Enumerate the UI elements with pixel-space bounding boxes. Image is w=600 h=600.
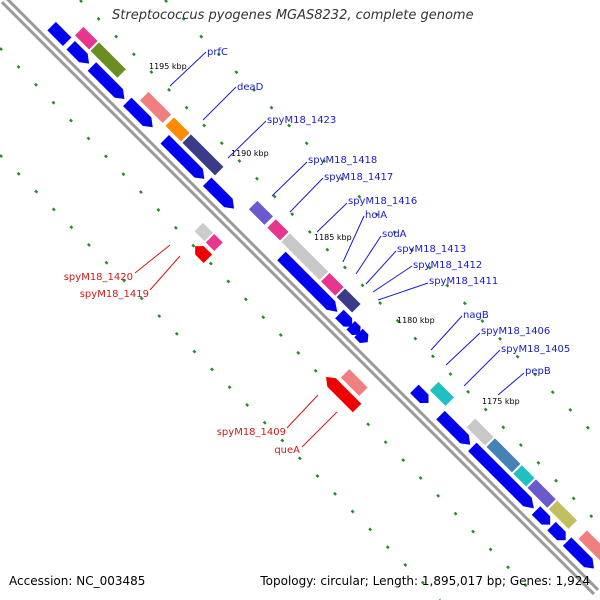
gene-label[interactable]: spyM18_1409 xyxy=(217,427,286,438)
map-title: Streptococcus pyogenes MGAS8232, complet… xyxy=(112,8,474,23)
gene-label[interactable]: pepB xyxy=(525,366,551,377)
forward-gene-labels: prfC deaD spyM18_1423 spyM18_1418 spyM18… xyxy=(207,47,570,377)
gene-label[interactable]: spyM18_1417 xyxy=(324,172,393,183)
accession-text: Accession: NC_003485 xyxy=(9,574,146,588)
gene-label[interactable]: deaD xyxy=(237,82,264,93)
gene-label[interactable]: holA xyxy=(365,210,387,221)
gene-label[interactable]: spyM18_1412 xyxy=(413,260,482,271)
reverse-leaders xyxy=(134,244,338,448)
gene-label[interactable]: queA xyxy=(274,445,300,456)
gene-label[interactable]: spyM18_1423 xyxy=(267,115,336,126)
forward-features xyxy=(47,21,600,569)
genome-summary-text: Topology: circular; Length: 1,895,017 bp… xyxy=(260,574,590,588)
reverse-gene-labels: spyM18_1420 spyM18_1419 spyM18_1409 queA xyxy=(64,272,300,456)
tick-label: 1175 kbp xyxy=(482,397,520,406)
gene-label[interactable]: spyM18_1413 xyxy=(397,244,466,255)
gene-label[interactable]: nagB xyxy=(463,310,489,321)
gene-label[interactable]: spyM18_1406 xyxy=(481,326,550,337)
tick-label: 1185 kbp xyxy=(314,233,352,242)
forward-leaders xyxy=(169,51,525,396)
cds-row-near xyxy=(47,21,594,569)
gene-label[interactable]: spyM18_1418 xyxy=(308,155,377,166)
tick-label: 1180 kbp xyxy=(397,316,435,325)
gene-label[interactable]: spyM18_1411 xyxy=(429,276,498,287)
gene-label[interactable]: sodA xyxy=(382,229,407,240)
gene-label[interactable]: spyM18_1416 xyxy=(348,196,417,207)
gene-label[interactable]: spyM18_1420 xyxy=(64,272,133,283)
gene-label[interactable]: spyM18_1405 xyxy=(501,344,570,355)
gene-label[interactable]: prfC xyxy=(207,47,228,58)
gene-label[interactable]: spyM18_1419 xyxy=(80,289,149,300)
function-row-far xyxy=(74,26,600,568)
tick-label: 1195 kbp xyxy=(149,62,187,71)
tick-label: 1190 kbp xyxy=(231,149,269,158)
tick-labels: 1195 kbp 1190 kbp 1185 kbp 1180 kbp 1175… xyxy=(149,62,520,406)
